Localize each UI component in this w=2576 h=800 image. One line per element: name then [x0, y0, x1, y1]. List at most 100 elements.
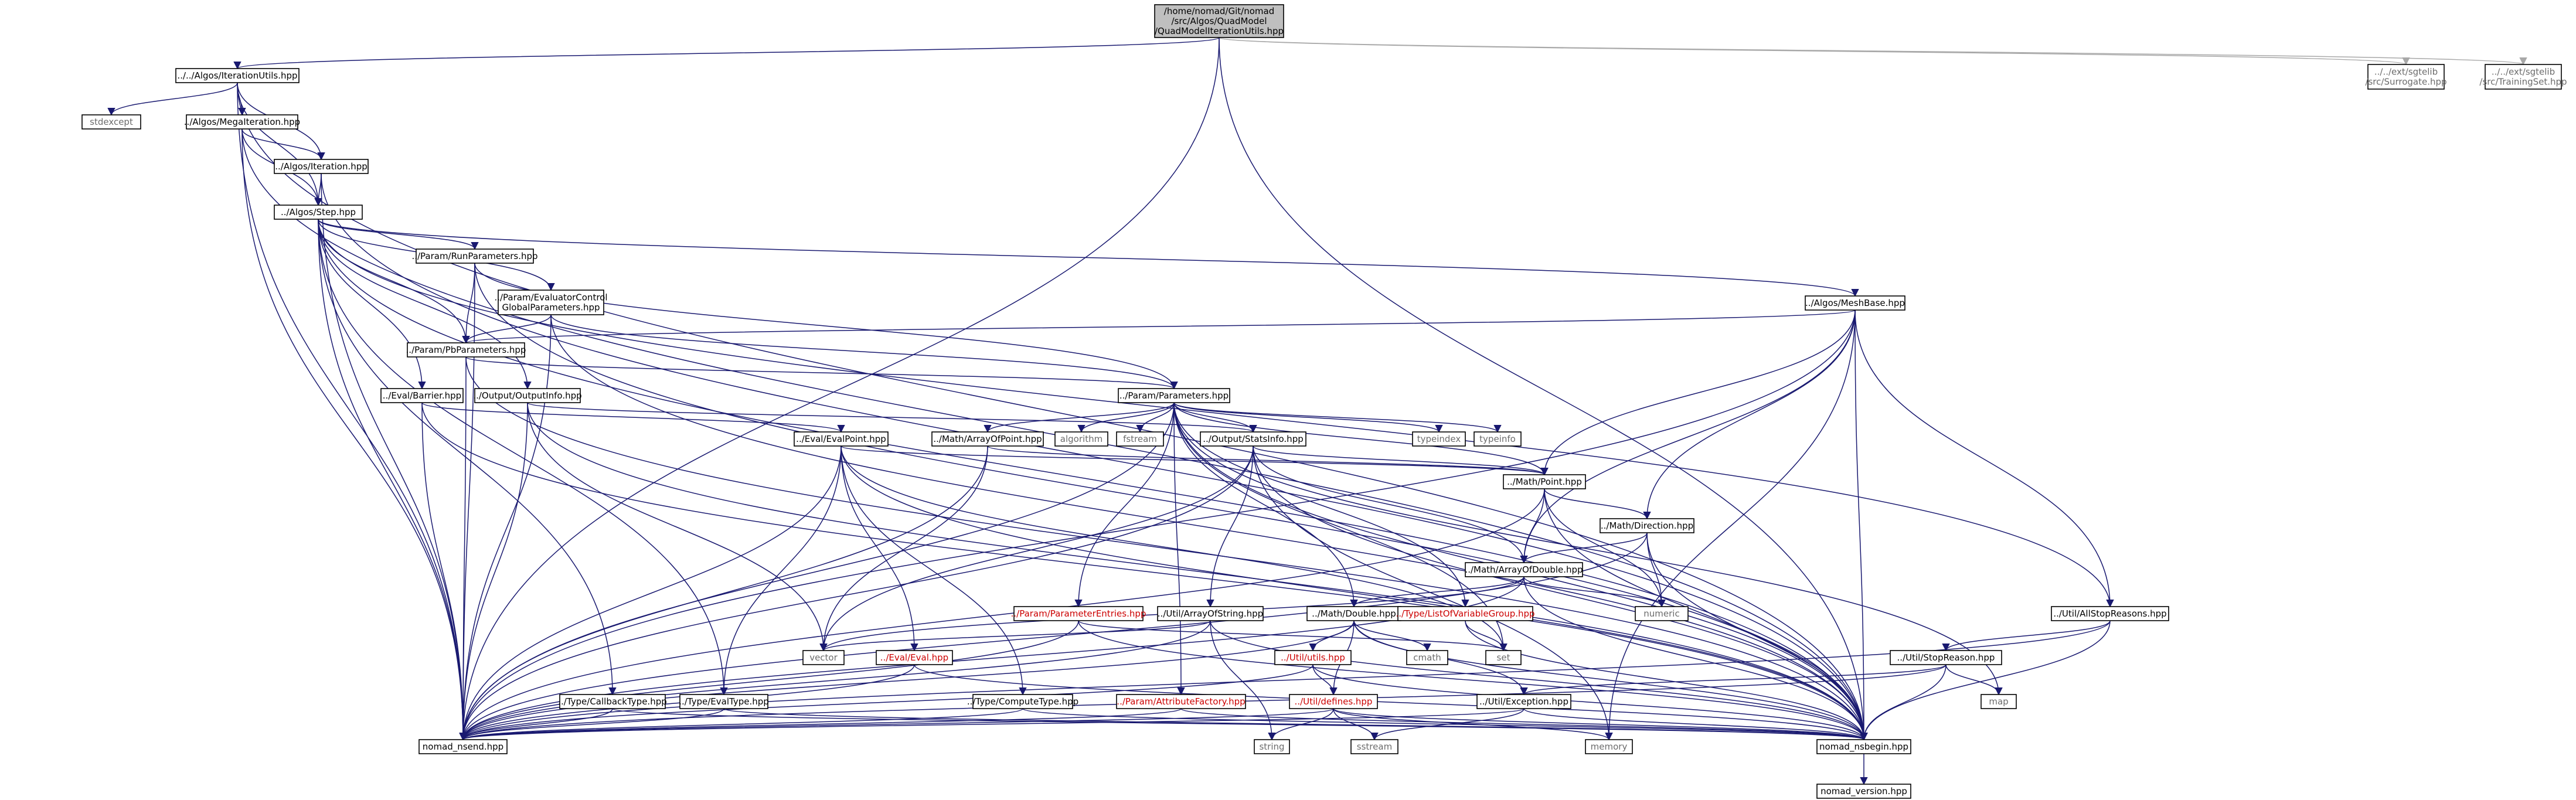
node-meshbase[interactable]: ../Algos/MeshBase.hpp — [1805, 295, 1905, 311]
node-label: ../Type/ComputeType.hpp — [967, 696, 1078, 707]
edge-step-to-outputinfo — [318, 219, 532, 390]
edge-evalctl-to-nsbegin — [550, 314, 1868, 741]
node-barrier[interactable]: ../Eval/Barrier.hpp — [380, 388, 464, 403]
edge-arrofpoint-to-point — [987, 445, 1549, 476]
edge-point-to-numeric — [1544, 488, 1666, 608]
node-nsend[interactable]: nomad_nsend.hpp — [418, 739, 508, 754]
edge-computetype-to-nsbegin — [1022, 708, 1868, 741]
edge-step-to-nsend — [318, 219, 467, 741]
node-megaiter[interactable]: ../Algos/MegaIteration.hpp — [184, 114, 300, 130]
edge-root-to-sgtrain — [1219, 37, 2527, 66]
node-label: GlobalParameters.hpp — [502, 302, 600, 313]
edge-utils-to-defines — [1312, 664, 1338, 696]
edge-outputinfo-to-nsend — [459, 402, 528, 741]
node-evalctl[interactable]: ../Param/EvaluatorControlGlobalParameter… — [494, 290, 608, 315]
edge-params-to-listofvar — [1173, 402, 1469, 608]
edge-statsinfo-to-arrofstring — [1206, 445, 1254, 608]
node-label: ../Type/EvalType.hpp — [679, 696, 769, 707]
edge-arrofstring-to-vector — [819, 620, 1211, 652]
node-paramentries[interactable]: ../Param/ParameterEntries.hpp — [1011, 606, 1146, 621]
node-evalpoint[interactable]: ../Eval/EvalPoint.hpp — [794, 431, 889, 447]
node-attrfactory[interactable]: ../Param/AttributeFactory.hpp — [1116, 694, 1246, 709]
node-label: ../Algos/Iteration.hpp — [275, 161, 367, 172]
node-label: ../Math/ArrayOfDouble.hpp — [1465, 564, 1583, 575]
edge-arrofdouble-to-numeric — [1523, 576, 1666, 608]
edge-point-to-direction — [1544, 488, 1651, 520]
node-label: ../Util/StopReason.hpp — [1897, 652, 1995, 663]
edge-paramentries-to-set — [1078, 620, 1508, 652]
node-outputinfo[interactable]: ../Output/OutputInfo.hpp — [473, 388, 582, 403]
node-label: fstream — [1123, 434, 1157, 444]
node-listofvar[interactable]: ../Type/ListOfVariableGroup.hpp — [1396, 606, 1535, 621]
node-label: ../Util/defines.hpp — [1295, 696, 1373, 707]
node-iterutils[interactable]: ../../Algos/IterationUtils.hpp — [175, 68, 300, 83]
node-typeindex: typeindex — [1412, 431, 1466, 447]
node-callback[interactable]: ../Type/CallbackType.hpp — [558, 694, 667, 709]
edge-step-to-evaltype — [318, 219, 728, 696]
edge-pbparams-to-params — [465, 356, 1178, 390]
node-label: ../../Algos/IterationUtils.hpp — [177, 70, 297, 81]
edge-listofvar-to-set — [1465, 620, 1508, 652]
node-label: ../Eval/Eval.hpp — [880, 652, 948, 663]
edge-params-to-paramentries — [1074, 402, 1175, 608]
edge-evalpoint-to-point — [840, 445, 1549, 476]
edge-direction-to-nsbegin — [1646, 532, 1868, 741]
header-nodes: /home/nomad/Git/nomad/src/Algos/QuadMode… — [81, 4, 2567, 799]
edge-megaiter-to-nsend — [241, 128, 467, 741]
edge-statsinfo-to-point — [1253, 445, 1549, 476]
edge-barrier-to-nsbegin — [421, 402, 1868, 741]
node-eval[interactable]: ../Eval/Eval.hpp — [876, 650, 953, 665]
node-pbparams[interactable]: ../Param/PbParameters.hpp — [406, 342, 526, 358]
node-label: typeindex — [1417, 434, 1461, 444]
edge-paramentries-to-nsbegin — [1078, 620, 1868, 741]
edge-allstop-to-nsend — [459, 620, 2111, 741]
node-arrofpoint[interactable]: ../Math/ArrayOfPoint.hpp — [931, 431, 1044, 447]
edge-stopreason-to-nsbegin — [1860, 664, 1947, 741]
edge-double-to-cmath — [1353, 620, 1431, 652]
node-nsbegin[interactable]: nomad_nsbegin.hpp — [1816, 739, 1911, 754]
node-arrofdouble[interactable]: ../Math/ArrayOfDouble.hpp — [1465, 562, 1583, 577]
node-iteration[interactable]: ../Algos/Iteration.hpp — [274, 159, 369, 174]
edge-defines-to-nsend — [459, 708, 1334, 741]
node-statsinfo[interactable]: ../Output/StatsInfo.hpp — [1200, 431, 1306, 447]
edge-attrfactory-to-nsend — [459, 708, 1182, 741]
node-evaltype[interactable]: ../Type/EvalType.hpp — [679, 694, 769, 709]
node-label: stdexcept — [90, 117, 133, 127]
node-double[interactable]: ../Math/Double.hpp — [1306, 606, 1401, 621]
edge-evalpoint-to-nsend — [459, 445, 842, 741]
edge-evaltype-to-nsbegin — [723, 708, 1867, 741]
node-set: set — [1485, 650, 1522, 665]
edge-meshbase-to-allstop — [1854, 309, 2114, 608]
node-arrofstring[interactable]: ../Util/ArrayOfString.hpp — [1157, 606, 1264, 621]
edge-params-to-typeinfo — [1173, 402, 1502, 433]
edge-evalctl-to-nsend — [459, 314, 552, 741]
node-label: ../Util/utils.hpp — [1281, 652, 1345, 663]
node-version[interactable]: nomad_version.hpp — [1816, 784, 1911, 799]
edge-computetype-to-nsend — [459, 708, 1023, 741]
node-algorithm: algorithm — [1054, 431, 1108, 447]
node-point[interactable]: ../Math/Point.hpp — [1503, 474, 1586, 489]
edge-megaiter-to-iteration — [241, 128, 325, 161]
node-label: ../../ext/sgtelib — [2492, 67, 2555, 77]
edge-runparams-to-params — [474, 263, 1178, 390]
node-params[interactable]: ../Param/Parameters.hpp — [1118, 388, 1230, 403]
node-runparams[interactable]: ../Param/RunParameters.hpp — [411, 248, 538, 264]
node-typeinfo: typeinfo — [1474, 431, 1522, 447]
edge-arrofdouble-to-double — [1350, 576, 1524, 608]
node-root: /home/nomad/Git/nomad/src/Algos/QuadMode… — [1154, 4, 1284, 38]
node-label: map — [1989, 696, 2008, 707]
edge-arrofpoint-to-nsend — [459, 445, 988, 741]
node-exception[interactable]: ../Util/Exception.hpp — [1476, 694, 1571, 709]
edge-params-to-attrfactory — [1173, 402, 1185, 696]
node-computetype[interactable]: ../Type/ComputeType.hpp — [967, 694, 1078, 709]
node-direction[interactable]: ../Math/Direction.hpp — [1600, 518, 1694, 533]
edge-params-to-typeindex — [1173, 402, 1443, 433]
node-allstop[interactable]: ../Util/AllStopReasons.hpp — [2051, 606, 2169, 621]
node-map: map — [1981, 694, 2017, 709]
node-label: ../Param/AttributeFactory.hpp — [1117, 696, 1245, 707]
node-step[interactable]: ../Algos/Step.hpp — [274, 205, 363, 220]
node-utils[interactable]: ../Util/utils.hpp — [1274, 650, 1352, 665]
node-stopreason[interactable]: ../Util/StopReason.hpp — [1890, 650, 2002, 665]
edge-step-to-meshbase — [318, 219, 1859, 297]
node-defines[interactable]: ../Util/defines.hpp — [1289, 694, 1378, 709]
